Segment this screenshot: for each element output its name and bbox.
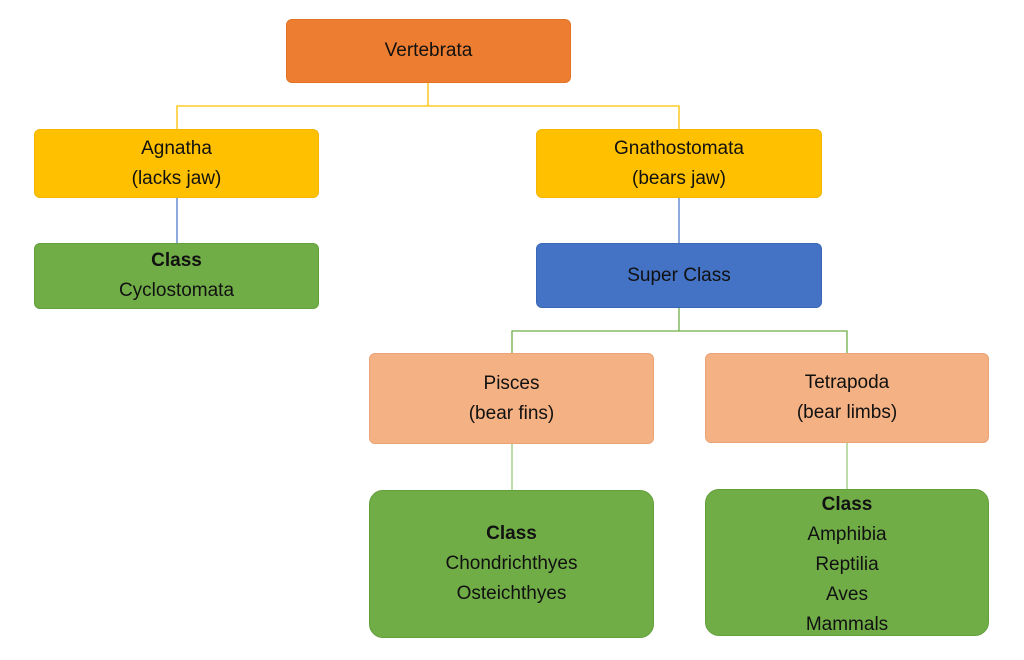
node-tetrapoda-class-item: Reptilia: [815, 554, 879, 575]
node-pisces-class-item: Osteichthyes: [456, 583, 567, 604]
connector-subphyla-bar: [176, 105, 680, 129]
node-tetrapoda-subtitle: (bear limbs): [796, 402, 898, 423]
node-tetrapoda-title: Tetrapoda: [804, 372, 890, 393]
node-tetrapoda-class-heading: Class: [821, 494, 873, 515]
node-tetrapoda-class-item: Aves: [826, 584, 868, 605]
node-tetrapoda-class-item: Mammals: [805, 614, 889, 635]
node-tetrapoda-class-item: Amphibia: [807, 524, 887, 545]
node-pisces: Pisces (bear fins): [369, 353, 654, 444]
node-agnatha-class-heading: Class: [151, 250, 202, 271]
node-agnatha-subtitle: (lacks jaw): [131, 167, 222, 189]
node-pisces-subtitle: (bear fins): [468, 402, 555, 424]
node-tetrapoda: Tetrapoda (bear limbs): [705, 353, 989, 443]
node-agnatha-class: Class Cyclostomata: [34, 243, 319, 309]
node-tetrapoda-class: Class Amphibia Reptilia Aves Mammals: [705, 489, 989, 636]
node-vertebrata-label: Vertebrata: [384, 40, 473, 61]
node-gnathostomata-title: Gnathostomata: [614, 137, 744, 159]
node-pisces-title: Pisces: [483, 372, 540, 394]
node-vertebrata: Vertebrata: [286, 19, 571, 83]
node-agnatha-title: Agnatha: [141, 137, 212, 159]
node-agnatha: Agnatha (lacks jaw): [34, 129, 319, 198]
connector-superclass-bar: [511, 330, 848, 353]
node-gnathostomata: Gnathostomata (bears jaw): [536, 129, 822, 198]
node-pisces-class-heading: Class: [486, 523, 537, 544]
node-pisces-class: Class Chondrichthyes Osteichthyes: [369, 490, 654, 638]
node-super-class: Super Class: [536, 243, 822, 308]
node-agnatha-class-item: Cyclostomata: [118, 280, 235, 301]
node-pisces-class-item: Chondrichthyes: [445, 553, 578, 574]
node-super-class-label: Super Class: [627, 264, 731, 286]
node-gnathostomata-subtitle: (bears jaw): [632, 167, 726, 189]
